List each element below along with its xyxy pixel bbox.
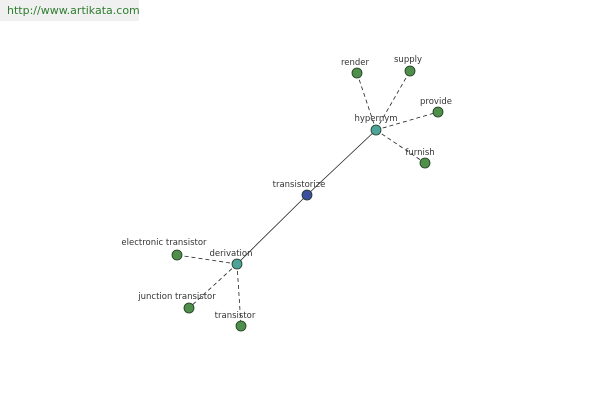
node-circle-transistor[interactable] xyxy=(235,320,247,332)
node-label-furnish: furnish xyxy=(405,148,434,158)
node-junction-transistor[interactable]: junction transistor xyxy=(137,292,216,314)
node-circle-provide[interactable] xyxy=(432,106,444,118)
node-label-transistor: transistor xyxy=(215,311,256,321)
node-electronic-transistor[interactable]: electronic transistor xyxy=(121,238,207,261)
node-label-render: render xyxy=(341,58,370,68)
edge-hypernym-provide xyxy=(375,111,439,131)
source-bar: http://www.artikata.com xyxy=(0,0,140,21)
edge-derivation-electronic-transistor xyxy=(176,254,238,265)
node-circle-transistorize[interactable] xyxy=(301,189,313,201)
edge-transistorize-hypernym xyxy=(306,129,377,196)
nodes: transistorize hypernym derivation render sup… xyxy=(121,55,452,332)
node-provide[interactable]: provide xyxy=(420,97,452,118)
edge-hypernym-render xyxy=(356,72,377,131)
source-link[interactable]: http://www.artikata.com xyxy=(7,4,140,17)
edge-derivation-transistor xyxy=(236,263,242,327)
node-label-junction-transistor: junction transistor xyxy=(137,292,216,302)
node-circle-hypernym[interactable] xyxy=(370,124,382,136)
node-label-electronic-transistor: electronic transistor xyxy=(121,238,207,248)
node-label-transistorize: transistorize xyxy=(273,180,326,190)
node-label-provide: provide xyxy=(420,97,452,107)
node-supply[interactable]: supply xyxy=(394,55,422,77)
node-circle-furnish[interactable] xyxy=(419,157,431,169)
node-circle-render[interactable] xyxy=(351,67,363,79)
node-circle-derivation[interactable] xyxy=(231,258,243,270)
node-furnish[interactable]: furnish xyxy=(405,148,435,169)
node-label-derivation: derivation xyxy=(209,249,252,259)
node-render[interactable]: render xyxy=(341,58,370,79)
node-label-hypernym: hypernym xyxy=(354,114,397,124)
node-transistorize[interactable]: transistorize xyxy=(273,180,326,201)
edge-hypernym-furnish xyxy=(375,129,426,164)
node-circle-electronic-transistor[interactable] xyxy=(171,249,183,261)
node-hypernym[interactable]: hypernym xyxy=(354,114,398,136)
edge-derivation-junction-transistor xyxy=(188,263,238,309)
edges xyxy=(176,70,439,327)
node-derivation[interactable]: derivation xyxy=(209,249,253,270)
edge-hypernym-supply xyxy=(375,70,411,131)
edge-transistorize-derivation xyxy=(236,194,308,265)
node-transistor[interactable]: transistor xyxy=(215,311,256,332)
node-circle-supply[interactable] xyxy=(404,65,416,77)
node-label-supply: supply xyxy=(394,55,422,65)
node-circle-junction-transistor[interactable] xyxy=(183,302,195,314)
